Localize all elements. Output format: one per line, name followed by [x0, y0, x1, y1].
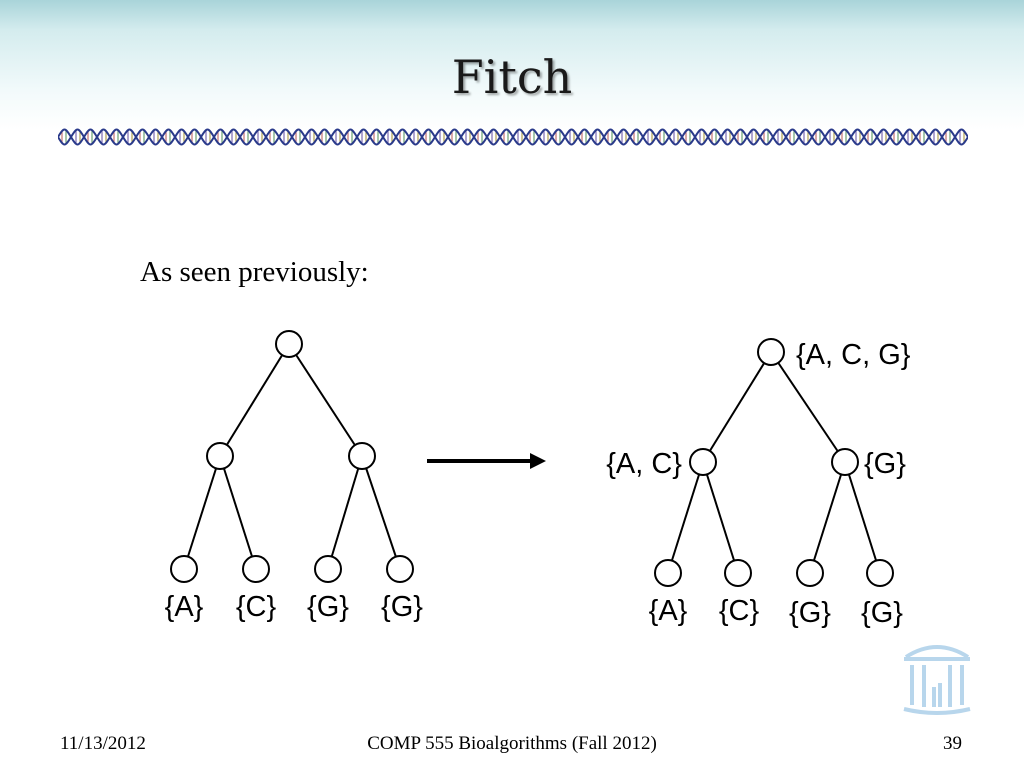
- right-internal-node-1: [689, 448, 717, 476]
- right-leaf-node-2: [724, 559, 752, 587]
- right-leaf-label-3: {G}: [789, 597, 831, 629]
- left-leaf-label-3: {G}: [307, 591, 349, 623]
- right-leaf-node-4: [866, 559, 894, 587]
- left-internal-node-1: [206, 442, 234, 470]
- right-internal-label-2: {G}: [864, 448, 906, 480]
- right-leaf-label-2: {C}: [719, 595, 760, 627]
- right-root-label: {A, C, G}: [796, 339, 911, 371]
- left-leaf-node-2: [242, 555, 270, 583]
- subtitle: As seen previously:: [140, 256, 369, 288]
- slide-title: Fitch: [451, 50, 573, 104]
- left-leaf-label-4: {G}: [381, 591, 423, 623]
- left-internal-node-2: [348, 442, 376, 470]
- left-leaf-node-4: [386, 555, 414, 583]
- right-internal-node-2: [831, 448, 859, 476]
- left-leaf-label-2: {C}: [236, 591, 277, 623]
- old-well-logo-icon: [903, 645, 971, 715]
- right-leaf-label-1: {A}: [649, 595, 688, 627]
- right-leaf-label-4: {G}: [861, 597, 903, 629]
- left-leaf-node-3: [314, 555, 342, 583]
- right-internal-label-1: {A, C}: [606, 448, 682, 480]
- transform-arrow: [427, 453, 546, 469]
- footer-course: COMP 555 Bioalgorithms (Fall 2012): [367, 733, 657, 754]
- right-tree: [667, 351, 881, 574]
- right-leaf-node-3: [796, 559, 824, 587]
- left-root-node: [275, 330, 303, 358]
- right-leaf-node-1: [654, 559, 682, 587]
- left-leaf-label-1: {A}: [165, 591, 204, 623]
- page-number: 39: [943, 733, 962, 754]
- dna-helix-icon: [58, 126, 968, 148]
- left-tree: [183, 343, 401, 570]
- left-leaf-node-1: [170, 555, 198, 583]
- footer-date: 11/13/2012: [60, 733, 146, 754]
- right-root-node: [757, 338, 785, 366]
